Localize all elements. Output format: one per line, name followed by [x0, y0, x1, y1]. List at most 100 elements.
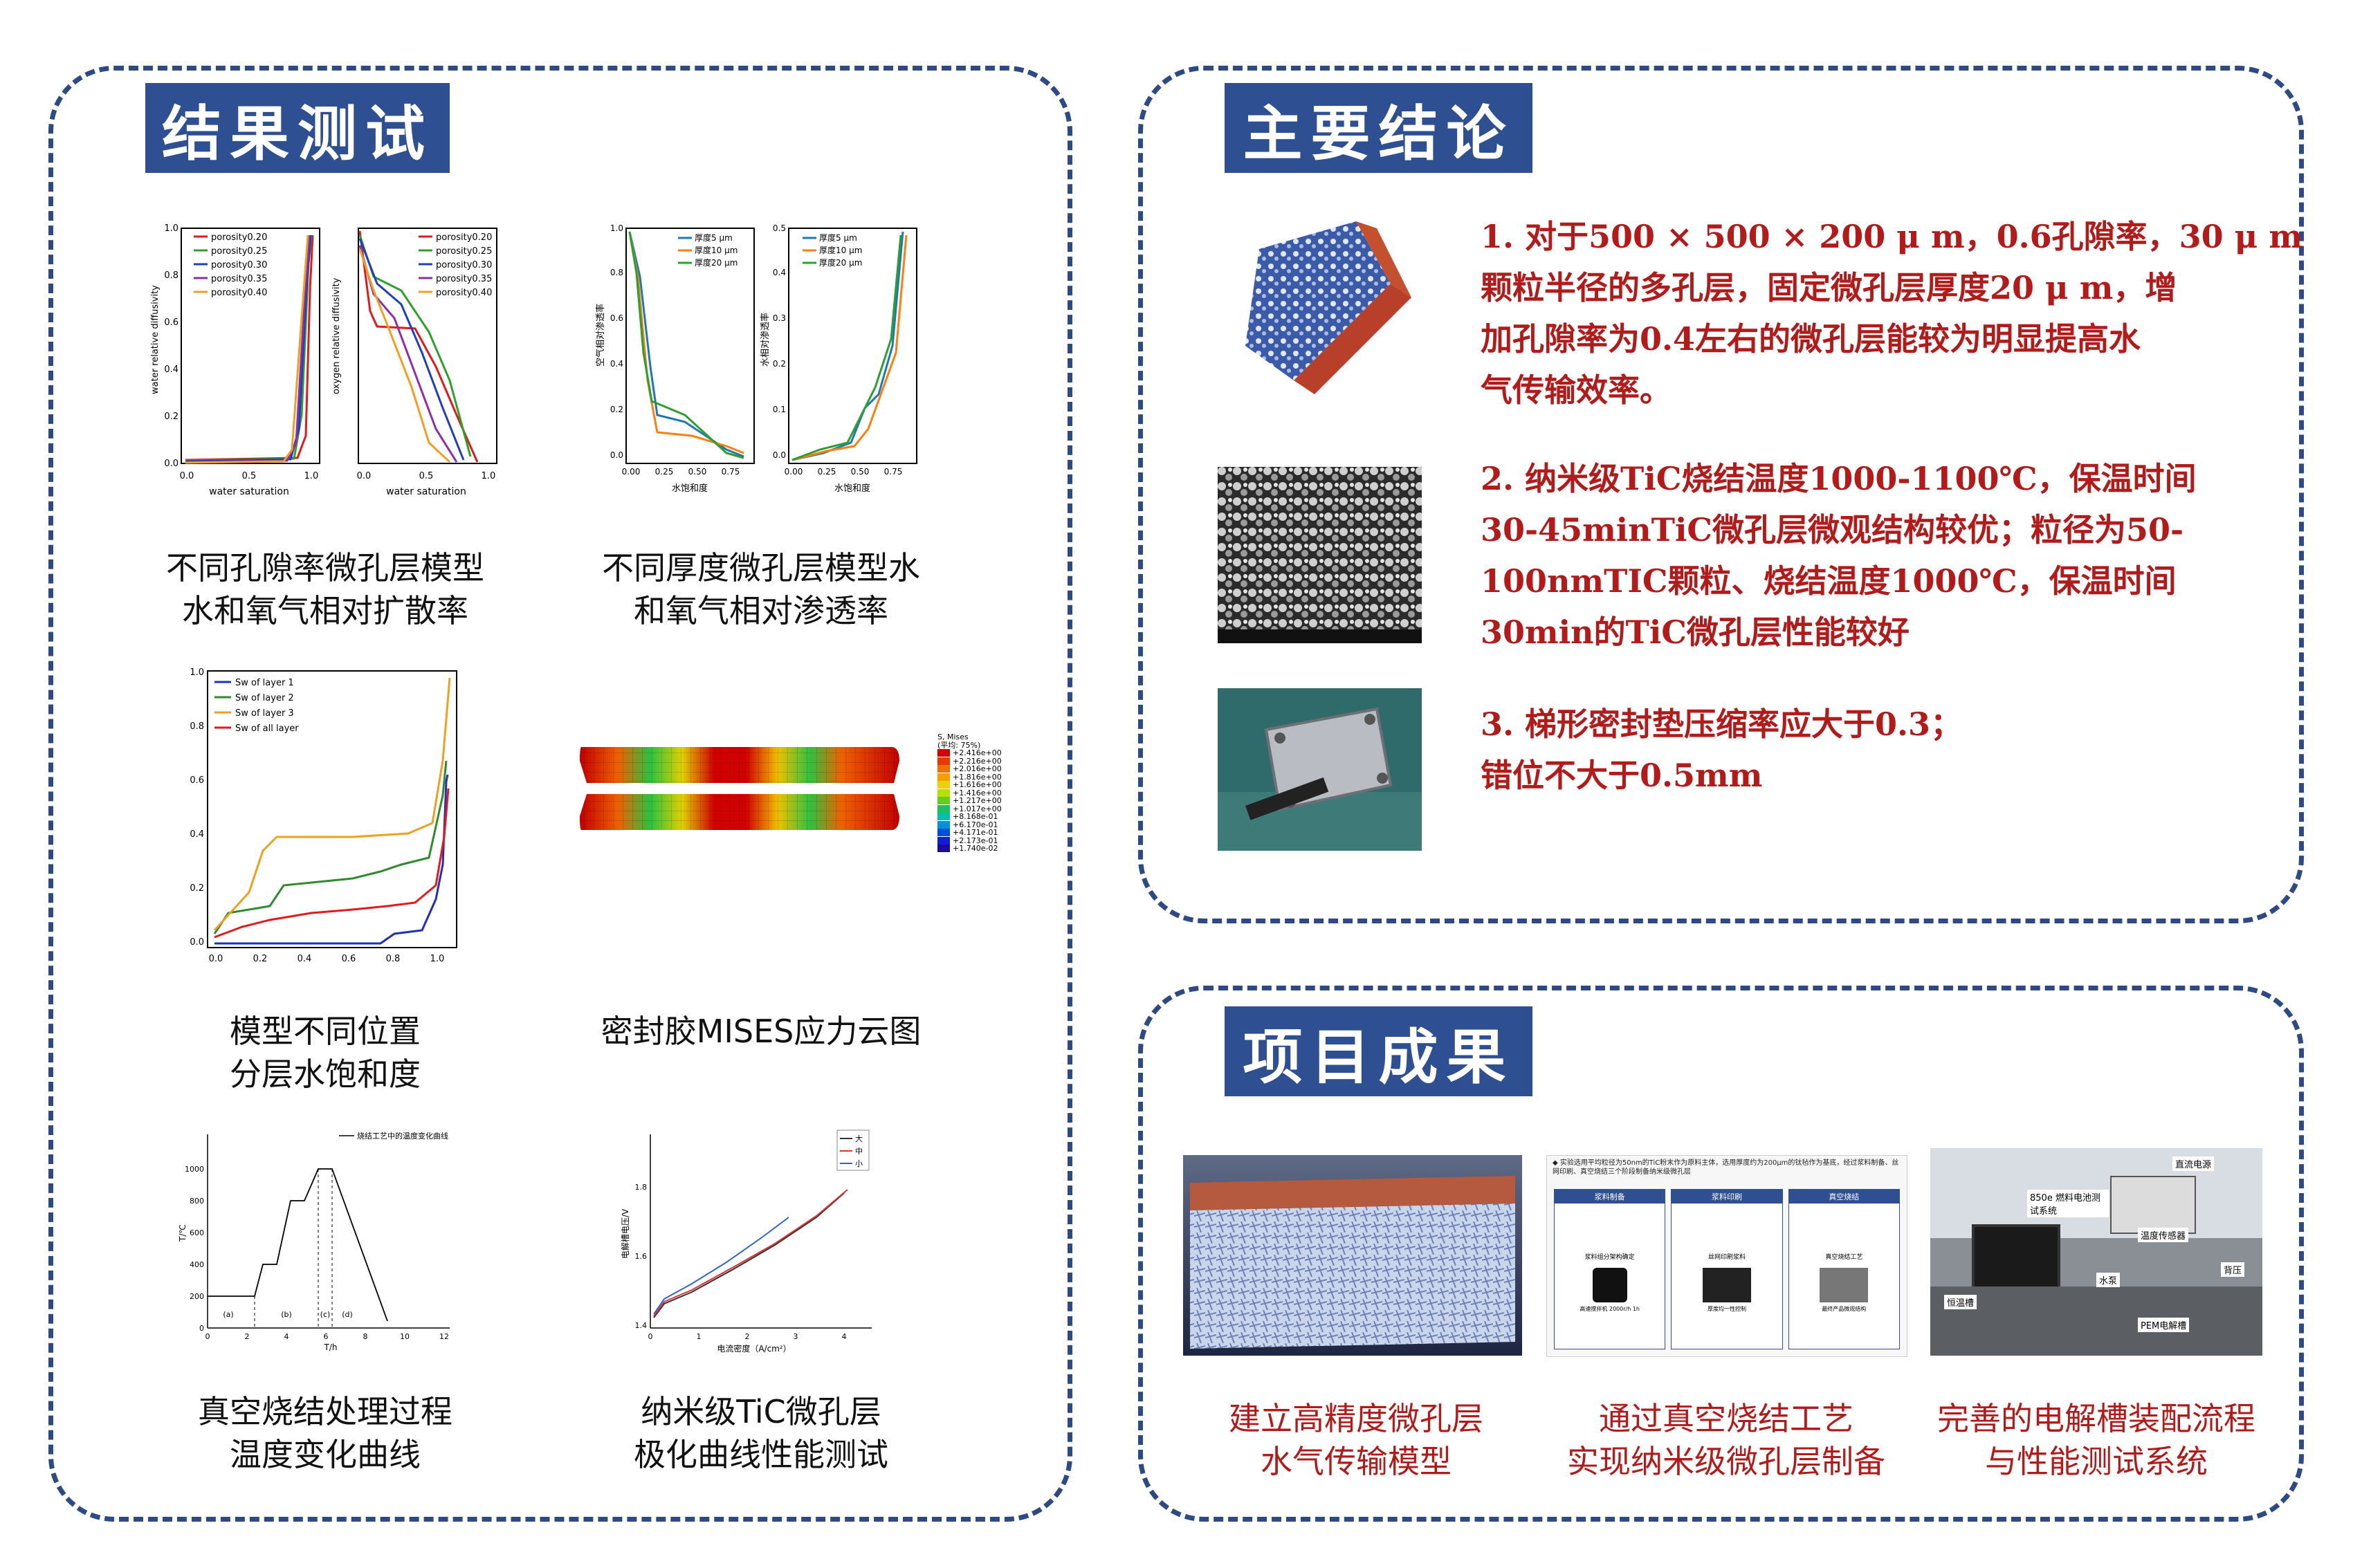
svg-text:1000: 1000	[185, 1165, 204, 1174]
svg-text:0.8: 0.8	[190, 721, 204, 732]
sintering-caption: 真空烧结处理过程温度变化曲线	[198, 1393, 452, 1473]
svg-text:0.2: 0.2	[164, 412, 178, 422]
label-dc-power: 直流电源	[2172, 1156, 2215, 1171]
mises-color-swatch	[937, 797, 950, 805]
svg-text:厚度20 μm: 厚度20 μm	[819, 257, 862, 268]
svg-text:0.4: 0.4	[190, 829, 204, 840]
svg-text:0.6: 0.6	[164, 317, 178, 328]
svg-text:厚度10 μm: 厚度10 μm	[695, 245, 738, 255]
sem-micrograph-image	[1218, 467, 1422, 643]
svg-text:(d): (d)	[342, 1310, 353, 1319]
electrolyzer-photo	[1218, 688, 1422, 851]
svg-text:6: 6	[324, 1332, 329, 1341]
svg-text:0.8: 0.8	[386, 954, 401, 964]
svg-text:厚度20 μm: 厚度20 μm	[695, 257, 738, 268]
polarization-caption: 纳米级TiC微孔层极化曲线性能测试	[634, 1393, 888, 1473]
mises-legend-row: +1.017e+00	[937, 804, 1034, 813]
svg-text:10: 10	[400, 1332, 410, 1341]
svg-text:0: 0	[205, 1332, 210, 1341]
test-system-photo: 直流电源 850e 燃料电池测试系统 温度传感器 背压 水泵 恒温槽 PEM电解…	[1930, 1148, 2262, 1356]
svg-text:porosity0.40: porosity0.40	[436, 288, 492, 298]
svg-text:water relative diffusivity: water relative diffusivity	[150, 285, 161, 394]
svg-text:12: 12	[439, 1332, 449, 1341]
svg-text:0.00: 0.00	[622, 467, 641, 477]
svg-text:200: 200	[190, 1292, 204, 1301]
saturation-caption: 模型不同位置分层水饱和度	[230, 1013, 421, 1093]
svg-text:3: 3	[794, 1332, 798, 1341]
conclusion-item-1: 1. 对于500 × 500 × 200 μ m，0.6孔隙率，30 μ m 颗…	[1481, 218, 2303, 409]
porosity-caption: 不同孔隙率微孔层模型水和氧气相对扩散率	[166, 549, 484, 629]
process-column-sintering: 真空烧结 真空烧结工艺 最终产品微观结构	[1788, 1189, 1900, 1349]
mises-legend-row: +6.170e-01	[937, 820, 1034, 829]
svg-text:0.2: 0.2	[190, 883, 204, 894]
mises-value: +2.016e+00	[953, 764, 1002, 773]
svg-text:1.8: 1.8	[635, 1183, 648, 1192]
svg-text:Sw of layer 1: Sw of layer 1	[235, 678, 294, 688]
result-caption-3: 完善的电解槽装配流程与性能测试系统	[1937, 1400, 2255, 1480]
mises-value: +2.216e+00	[953, 756, 1002, 766]
svg-text:电解槽电压/V: 电解槽电压/V	[621, 1208, 630, 1259]
svg-text:0.0: 0.0	[209, 954, 223, 964]
svg-text:0.4: 0.4	[297, 954, 312, 964]
water-diffusivity-plot: water relative diffusivity 0.0 0.2 0.4 0.6 0…	[150, 223, 320, 497]
svg-text:0.0: 0.0	[773, 450, 786, 460]
svg-text:0.4: 0.4	[164, 365, 178, 375]
mpl-model-render	[1183, 1155, 1522, 1356]
svg-text:0.25: 0.25	[655, 467, 674, 477]
svg-text:T/℃: T/℃	[178, 1224, 187, 1242]
svg-text:0.2: 0.2	[610, 405, 623, 414]
svg-text:0.0: 0.0	[610, 450, 623, 460]
svg-text:porosity0.20: porosity0.20	[211, 232, 267, 243]
mises-value: +1.017e+00	[953, 804, 1002, 813]
svg-text:Sw of layer 3: Sw of layer 3	[235, 708, 294, 719]
svg-text:1.0: 1.0	[164, 223, 178, 234]
preparation-process-figure: ◆ 实验选用平均粒径为50nm的TiC粉末作为原料主体，选用厚度约为200μm的…	[1546, 1155, 1907, 1357]
svg-text:0.8: 0.8	[610, 268, 623, 277]
svg-text:1.0: 1.0	[482, 471, 496, 481]
svg-text:0.6: 0.6	[342, 954, 356, 964]
mises-value: +1.740e-02	[953, 844, 998, 853]
mises-caption: 密封胶MISES应力云图	[601, 1013, 922, 1050]
svg-text:porosity0.35: porosity0.35	[436, 274, 492, 284]
label-pem-electrolyzer: PEM电解槽	[2138, 1318, 2190, 1332]
svg-text:600: 600	[190, 1228, 204, 1237]
svg-text:1.0: 1.0	[430, 954, 445, 964]
mises-value: +1.816e+00	[953, 772, 1002, 782]
thickness-caption: 不同厚度微孔层模型水和氧气相对渗透率	[602, 549, 920, 629]
svg-text:0.6: 0.6	[610, 313, 623, 323]
result-caption-1: 建立高精度微孔层水气传输模型	[1229, 1400, 1483, 1480]
svg-text:porosity0.20: porosity0.20	[436, 232, 492, 243]
mises-color-swatch	[937, 781, 950, 789]
label-temp-sensor: 温度传感器	[2138, 1228, 2189, 1242]
svg-text:水相对渗透率: 水相对渗透率	[760, 313, 771, 367]
svg-text:Sw of all layer: Sw of all layer	[235, 723, 299, 734]
mises-value: +1.416e+00	[953, 788, 1002, 797]
mises-value: +1.616e+00	[953, 780, 1002, 789]
svg-text:0.5: 0.5	[242, 471, 257, 481]
mises-color-swatch	[937, 836, 950, 845]
svg-text:0.1: 0.1	[773, 405, 786, 414]
svg-text:0.8: 0.8	[164, 270, 178, 281]
svg-text:0.0: 0.0	[357, 471, 372, 481]
svg-text:0.0: 0.0	[164, 459, 178, 469]
svg-text:0.75: 0.75	[722, 467, 740, 477]
result-caption-2: 通过真空烧结工艺实现纳米级微孔层制备	[1567, 1400, 1885, 1480]
svg-text:400: 400	[190, 1260, 204, 1269]
svg-text:2: 2	[245, 1332, 250, 1341]
mises-legend-row: +1.816e+00	[937, 773, 1034, 782]
svg-text:0.4: 0.4	[773, 268, 786, 277]
svg-text:烧结工艺中的温度变化曲线: 烧结工艺中的温度变化曲线	[357, 1131, 448, 1141]
svg-text:0.25: 0.25	[818, 467, 836, 477]
conclusion-item-2: 2. 纳米级TiC烧结温度1000-1100℃，保温时间 30-45minTiC…	[1481, 460, 2197, 651]
svg-text:1.0: 1.0	[190, 667, 204, 678]
mises-color-swatch	[937, 749, 950, 757]
label-back-pressure: 背压	[2221, 1262, 2245, 1277]
mises-value: +6.170e-01	[953, 820, 998, 829]
svg-text:0.5: 0.5	[419, 471, 434, 481]
mises-legend-row: +2.216e+00	[937, 757, 1034, 766]
